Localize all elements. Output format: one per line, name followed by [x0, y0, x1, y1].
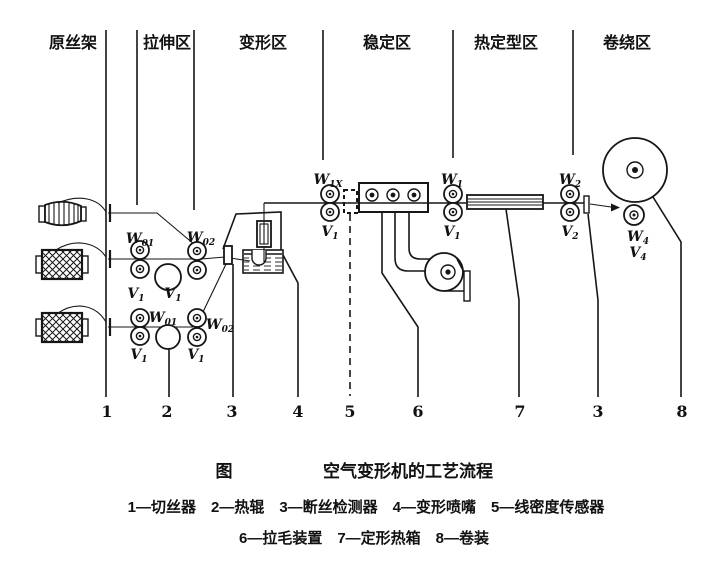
- blower-pipe-inner: [408, 212, 432, 260]
- callout-4: 4: [292, 402, 303, 421]
- hot-roller-upper: [154, 263, 182, 291]
- label-v1-lower-a: V1: [130, 347, 147, 365]
- zone-headers: 原丝架 拉伸区 变形区 稳定区 热定型区 卷绕区: [49, 33, 651, 52]
- zone-stabilizing-label: 稳定区: [363, 33, 411, 52]
- label-w01-lower: W01: [149, 310, 177, 328]
- caption-title: 空气变形机的工艺流程: [323, 461, 493, 481]
- caption: 图 空气变形机的工艺流程 1—切丝器 2—热辊 3—断丝检测器 4—变形喷嘴 5…: [128, 461, 606, 547]
- yarn-arrow-line: [589, 203, 612, 208]
- label-w01-upper: W01: [126, 231, 154, 249]
- zone-draw-label: 拉伸区: [143, 33, 191, 52]
- yarn-arrow-head: [611, 203, 620, 212]
- label-w1: W1: [441, 172, 463, 190]
- callout-5: 5: [344, 402, 355, 421]
- heatset-zone: W1 V1 W2 V2: [441, 172, 590, 242]
- hot-roller-lower: [155, 324, 181, 350]
- callout-3a: 3: [226, 402, 237, 421]
- label-w02-lower: W02: [206, 317, 234, 335]
- blower: [424, 252, 471, 302]
- callout-8: 8: [676, 402, 687, 421]
- label-w2: W2: [559, 172, 581, 190]
- draw-rollers-upper: W01 W02 V1 V1: [126, 230, 215, 304]
- legend-line-2: 6—拉毛装置 7—定形热箱 8—卷装: [239, 529, 490, 547]
- label-v1-lower-b: V1: [187, 347, 204, 365]
- callout-numbers: 1 2 3 4 5 6 7 3 8: [101, 402, 687, 421]
- hairiness-rollers: [365, 188, 421, 202]
- callout-6: 6: [412, 402, 423, 421]
- label-w4: W4: [627, 229, 649, 247]
- zone-heatset-label: 热定型区: [474, 33, 538, 52]
- blower-pipe-outer: [394, 212, 429, 272]
- creel-package-2: [35, 248, 89, 281]
- label-v2: V2: [561, 224, 578, 242]
- callout-1: 1: [101, 402, 112, 421]
- label-w1x: W1X: [314, 172, 344, 190]
- winder-detector-guide: [583, 195, 590, 214]
- callout-7: 7: [514, 402, 525, 421]
- hairiness-device: [358, 182, 429, 213]
- creel-cone-package: [38, 200, 87, 227]
- callout-2: 2: [161, 402, 172, 421]
- legend-line-1: 1—切丝器 2—热辊 3—断丝检测器 4—变形喷嘴 5—线密度传感器: [128, 498, 606, 516]
- label-v1-upper-a: V1: [127, 286, 144, 304]
- caption-prefix: 图: [216, 462, 233, 481]
- callout-3b: 3: [592, 402, 603, 421]
- density-sensor: [343, 189, 358, 214]
- zone-texturing-label: 变形区: [239, 33, 287, 52]
- callout-leaders: [168, 196, 682, 397]
- stabilizing-zone: W1X V1: [314, 172, 471, 302]
- threadlines: [55, 197, 251, 328]
- zone-dividers: [105, 30, 574, 397]
- texturing-assembly: [222, 203, 299, 284]
- broken-end-detector: [223, 245, 233, 265]
- zone-winding-label: 卷绕区: [602, 33, 651, 52]
- zone-creel-label: 原丝架: [49, 33, 97, 52]
- label-v1-upper-b: V1: [164, 286, 181, 304]
- creel-package-3: [35, 311, 89, 344]
- winding-zone: W4 V4: [589, 137, 668, 263]
- draw-rollers-lower: W01 W02 V1 V1: [130, 308, 234, 365]
- label-v1-heatset: V1: [443, 224, 460, 242]
- label-v1-stab: V1: [321, 224, 338, 242]
- label-w02-upper: W02: [187, 230, 215, 248]
- label-v4: V4: [629, 245, 646, 263]
